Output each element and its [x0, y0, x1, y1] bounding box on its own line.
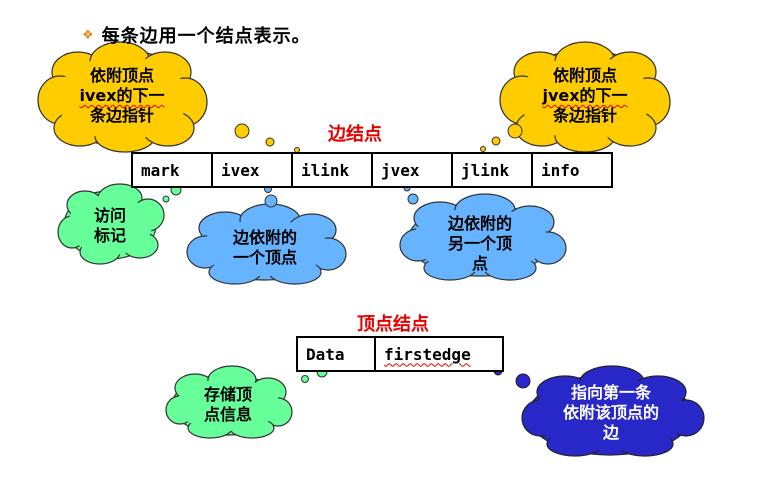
callout-jlink: 依附顶点 jvex的下一 条边指针	[520, 66, 650, 126]
callout-jvex-line2: 另一个顶	[447, 234, 512, 253]
vertex-node-table: Data firstedge	[296, 336, 504, 372]
edge-node-table: mark ivex ilink jvex jlink info	[131, 152, 613, 188]
cloud-ivex	[186, 203, 347, 285]
tail-ilink	[234, 123, 300, 153]
tail-ivex	[264, 185, 278, 208]
bullet-text: 每条边用一个结点表示。	[101, 26, 311, 47]
callout-jlink-line3: 条边指针	[552, 106, 617, 125]
bullet-heading: ❖ 每条边用一个结点表示。	[82, 22, 311, 48]
callout-ivex-line1: 边依附的	[232, 228, 297, 247]
edge-field-ivex: ivex	[211, 152, 293, 188]
edge-field-mark: mark	[131, 152, 213, 188]
vertex-node-title: 顶点结点	[357, 314, 429, 335]
callout-ilink-line3: 条边指针	[89, 106, 154, 125]
callout-jvex-line1: 边依附的	[447, 214, 512, 233]
callout-jvex: 边依附的 另一个顶 点	[428, 214, 532, 274]
edge-field-info: info	[531, 152, 613, 188]
callout-mark-line1: 访问	[93, 206, 126, 225]
tail-jlink	[480, 123, 523, 152]
edge-field-jlink: jlink	[451, 152, 533, 188]
callout-firstedge-line1: 指向第一条	[570, 383, 651, 402]
callout-jlink-line1: 依附顶点	[552, 66, 617, 85]
cloud-mark	[57, 183, 165, 265]
callout-data-line2: 点信息	[203, 405, 252, 424]
callout-jlink-line2: jvex的下一	[542, 86, 628, 105]
callout-mark: 访问 标记	[80, 206, 140, 246]
callout-data-line1: 存储顶	[203, 385, 252, 404]
firstedge-label: firstedge	[384, 344, 471, 364]
cloud-ilink	[37, 41, 208, 153]
callout-ilink: 依附顶点 ivex的下一 条边指针	[57, 66, 187, 126]
cloud-data	[165, 365, 293, 439]
cloud-firstedge	[521, 365, 705, 457]
callout-jvex-line3: 点	[471, 254, 488, 273]
cloud-jlink	[499, 41, 671, 153]
callout-firstedge-line2: 依附该顶点的	[562, 403, 659, 422]
edge-field-jvex: jvex	[371, 152, 453, 188]
vertex-field-firstedge: firstedge	[374, 336, 504, 372]
callout-ivex-line2: 一个顶点	[232, 248, 297, 267]
callout-firstedge-line3: 边	[602, 423, 619, 442]
edge-node-title: 边结点	[328, 124, 382, 145]
vertex-field-data: Data	[296, 336, 376, 372]
callout-ilink-line2: ivex的下一	[79, 86, 165, 105]
diamond-bullet-icon: ❖	[82, 27, 94, 43]
callout-ivex: 边依附的 一个顶点	[215, 228, 315, 268]
callout-ilink-line1: 依附顶点	[89, 66, 154, 85]
callout-data: 存储顶 点信息	[188, 385, 268, 425]
callout-mark-line2: 标记	[93, 226, 126, 245]
callout-firstedge: 指向第一条 依附该顶点的 边	[555, 383, 667, 443]
edge-field-ilink: ilink	[291, 152, 373, 188]
cloud-jvex	[399, 193, 567, 281]
